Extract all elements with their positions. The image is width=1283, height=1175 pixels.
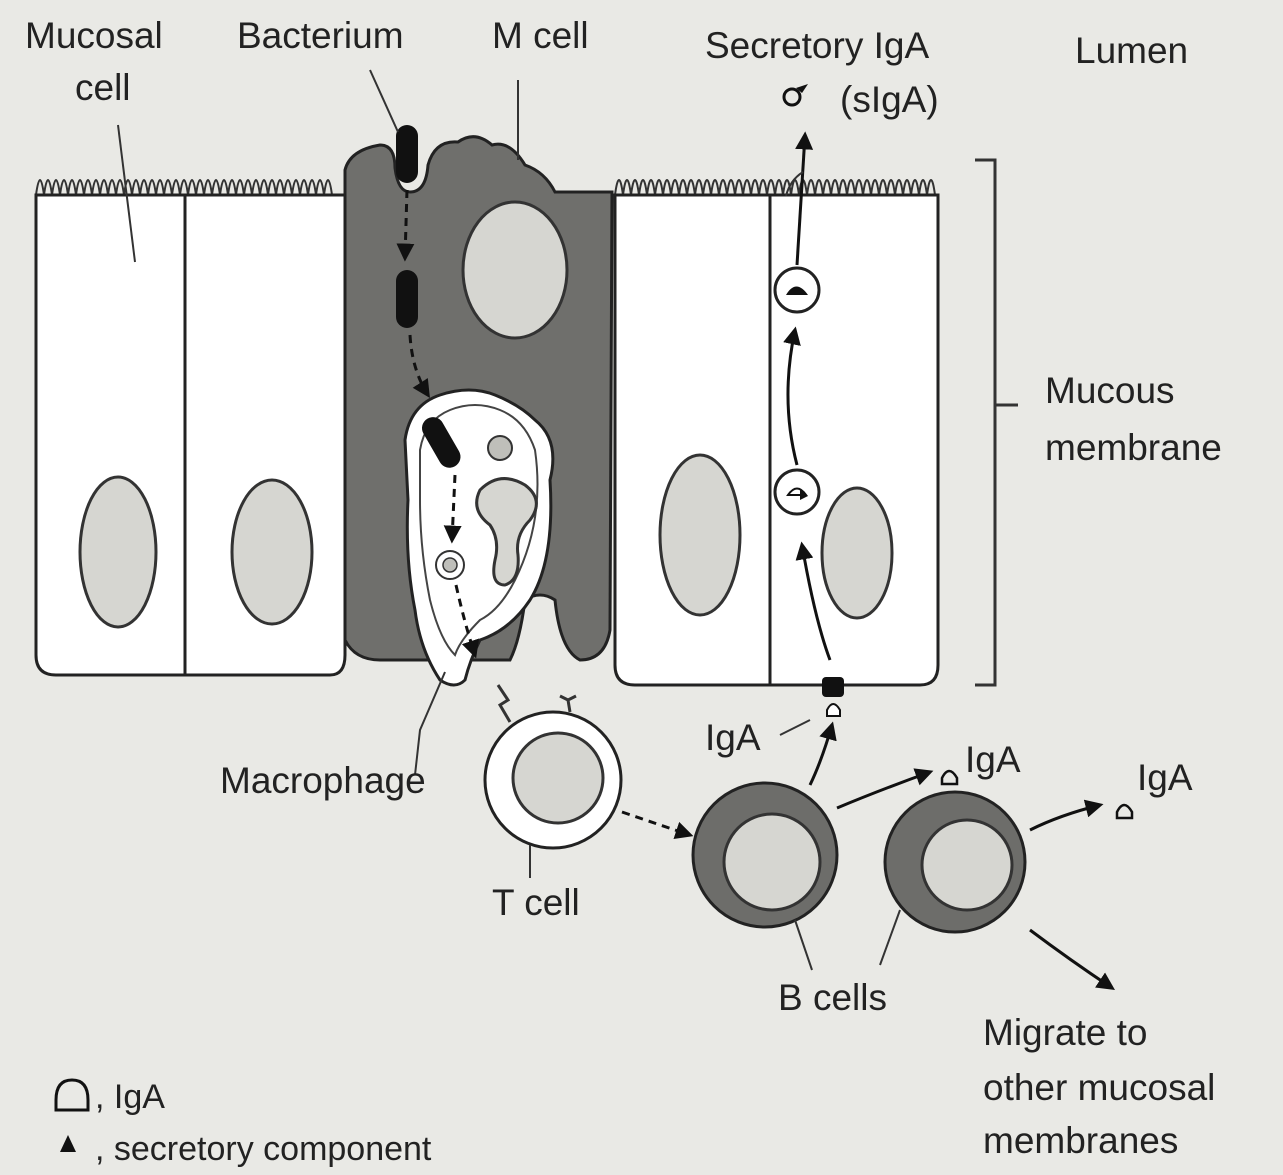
legend-secretory-component-icon <box>60 1135 76 1152</box>
label-lumen: Lumen <box>1075 30 1188 71</box>
label-bacterium: Bacterium <box>237 15 404 56</box>
poly-ig-receptor <box>822 677 844 716</box>
label-b-cells: B cells <box>778 977 887 1018</box>
legend-secretory-component-label: , secretory component <box>95 1130 432 1168</box>
label-iga-b1: IgA <box>965 739 1021 780</box>
mucosal-cell-3 <box>615 195 770 685</box>
mucosal-cell-2 <box>185 195 345 675</box>
bacterium-2 <box>396 270 418 328</box>
mucosal-cell-4 <box>770 195 938 685</box>
mucosal-cell-1-nucleus <box>80 477 156 627</box>
mucosal-cell-3-nucleus <box>660 455 740 615</box>
mucous-membrane-bracket <box>975 160 1018 685</box>
label-m-cell: M cell <box>492 15 589 56</box>
b-cell-2 <box>885 792 1025 932</box>
label-iga-b2: IgA <box>1137 757 1193 798</box>
microvilli-left <box>36 180 332 195</box>
mucosal-cell-2-nucleus <box>232 480 312 624</box>
label-mucous-membrane-line1: Mucous <box>1045 370 1175 411</box>
label-mucosal-cell-line2: cell <box>75 67 131 108</box>
label-t-cell: T cell <box>492 882 580 923</box>
legend: , IgA , secretory component <box>56 1078 432 1168</box>
b-cell-2-nucleus <box>922 820 1012 910</box>
label-mucous-membrane-line2: membrane <box>1045 427 1222 468</box>
bacterium-fragment <box>488 436 512 460</box>
t-cell <box>485 685 621 848</box>
label-mucosal-cell-line1: Mucosal <box>25 15 163 56</box>
legend-iga-icon <box>56 1080 88 1110</box>
siga-symbol <box>784 84 808 105</box>
legend-iga-label: , IgA <box>95 1078 165 1116</box>
label-iga-membrane: IgA <box>705 717 761 758</box>
label-migrate-line3: membranes <box>983 1120 1178 1161</box>
microvilli-right <box>615 180 935 195</box>
label-macrophage: Macrophage <box>220 760 426 801</box>
mucosal-cell-1 <box>36 195 185 675</box>
b-cell-1 <box>693 783 837 927</box>
label-migrate-line2: other mucosal <box>983 1067 1215 1108</box>
t-cell-nucleus <box>513 733 603 823</box>
label-secretory-iga-line2: (sIgA) <box>840 79 939 120</box>
bacterium-1 <box>396 125 418 183</box>
label-secretory-iga-line1: Secretory IgA <box>705 25 929 66</box>
label-migrate-line1: Migrate to <box>983 1012 1148 1053</box>
mucosal-cell-4-nucleus <box>822 488 892 618</box>
b-cell-1-nucleus <box>724 814 820 910</box>
m-cell-nucleus <box>463 202 567 338</box>
